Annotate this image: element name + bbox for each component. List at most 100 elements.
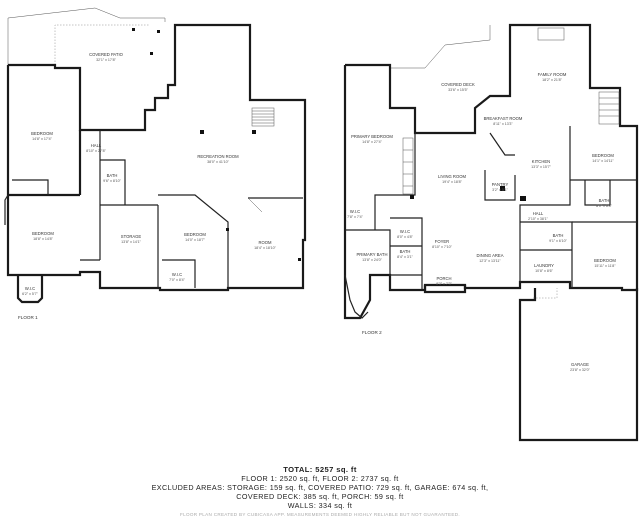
floor1-label-wic-small: W.I.C [172, 272, 182, 277]
floor1-column [252, 130, 256, 134]
floor2-dims-porch: 8'3" x 7'3" [436, 282, 452, 286]
floor1-patio-dashed [54, 24, 150, 65]
floor2-wall [520, 221, 573, 288]
floor1-wall [4, 194, 9, 225]
floor2-label-wic-b: W.I.C [400, 229, 410, 234]
floor2-exterior-wall [343, 23, 639, 320]
floor1-dims-hall: 8'10" x 27'8" [86, 149, 106, 153]
floor1-label-recreation: RECREATION ROOM [197, 154, 239, 159]
floor1-dims-recreation: 38'0" x 41'10" [207, 160, 229, 164]
floor2-porch-wall [423, 285, 467, 294]
floor2-label-breakfast: BREAKFAST ROOM [484, 116, 523, 121]
floor2-dims-bath-small: 8'4" x 3'1" [397, 255, 413, 259]
total-area: TOTAL: 5257 sq. ft [283, 465, 357, 474]
floor1-caption: FLOOR 1 [18, 315, 38, 320]
floor1-dims-bath: 9'6" x 8'10" [103, 179, 121, 183]
floor2-label-bath-small: BATH [400, 249, 411, 254]
floor2-label-foyer: FOYER [435, 239, 449, 244]
floor1-dims-bedroom-mid: 14'0" x 18'7" [185, 238, 205, 242]
floor2-garage-wall [518, 288, 639, 442]
floor2-dims-primary-bath: 13'8" x 24'0" [362, 258, 382, 262]
floor-areas: FLOOR 1: 2520 sq. ft, FLOOR 2: 2737 sq. … [241, 474, 399, 483]
floor1-dims-bedroom-nw: 14'8" x 17'4" [32, 137, 52, 141]
floor2-label-primary-bath: PRIMARY BATH [357, 252, 388, 257]
floor2-dims-kitchen: 13'3" x 15'7" [531, 165, 551, 169]
floor2-caption: FLOOR 2 [362, 330, 382, 335]
floor2-dims-wic-b: 8'0" x 4'8" [397, 235, 413, 239]
floor1-dims-bedroom-sw: 18'8" x 14'8" [33, 237, 53, 241]
floor2-island [520, 196, 526, 201]
floor2-wall [484, 170, 516, 201]
floor2-dims-laundry: 10'8" x 8'6" [535, 269, 553, 273]
floor2-wall [584, 180, 611, 206]
excluded-areas-line1: EXCLUDED AREAS: STORAGE: 159 sq. ft, COV… [151, 483, 489, 492]
floor2-label-living: LIVING ROOM [438, 174, 466, 179]
floor2-label-primary-bedroom: PRIMARY BEDROOM [351, 134, 393, 139]
floor1-column [226, 228, 229, 231]
excluded-areas-line2: COVERED DECK: 385 sq. ft, PORCH: 59 sq. … [236, 492, 404, 501]
floor1-label-bath: BATH [107, 173, 118, 178]
floor1-label-bedroom-nw: BEDROOM [31, 131, 53, 136]
walls-area: WALLS: 334 sq. ft [287, 501, 353, 510]
floor2-dims-foyer: 8'10" x 7'10" [432, 245, 452, 249]
floor1-exterior-wall [6, 23, 307, 292]
floor2-dims-living: 19'4" x 18'8" [442, 180, 462, 184]
floor2-stairs [598, 91, 620, 125]
floor2-dims-breakfast: 8'11" x 13'3" [493, 122, 513, 126]
floor1-column [200, 130, 204, 134]
disclaimer: FLOOR PLAN CREATED BY CUBICASA APP. MEAS… [180, 512, 460, 517]
floor1-dims-wic-left: 6'2" x 5'7" [22, 292, 38, 296]
floor1-label-bedroom-sw: BEDROOM [32, 231, 54, 236]
floor2-stairs [402, 137, 414, 195]
floor1-label-covered-patio: COVERED PATIO [89, 52, 124, 57]
floor2-plan: COVERED DECK 33'6" x 15'5" FAMILY ROOM 1… [343, 23, 639, 442]
floor1-column [132, 28, 135, 31]
floor1-label-hall: HALL [91, 143, 102, 148]
totals-block: TOTAL: 5257 sq. ft FLOOR 1: 2520 sq. ft,… [0, 465, 640, 510]
floor2-label-hall: HALL [533, 211, 544, 216]
floor1-column [157, 30, 160, 33]
floor2-dims-bath-ne: 8'0" x 6'8" [596, 204, 612, 208]
floor2-dims-pantry: 3'2" x 5'1" [492, 188, 508, 192]
floor2-dims-hall: 2'10" x 38'1" [528, 217, 548, 221]
floor2-column [410, 195, 414, 199]
floor2-dims-family-room: 18'2" x 21'8" [542, 78, 562, 82]
floor1-wic-bump [16, 275, 44, 304]
floor1-label-room: ROOM [258, 240, 272, 245]
floor2-wall [345, 229, 391, 290]
floor1-wall [162, 259, 196, 288]
floor2-garage-step [533, 288, 558, 299]
floor1-wall [100, 159, 126, 205]
floor1-dims-wic-small: 7'0" x 8'4" [169, 278, 185, 282]
floor2-dims-bedroom-se: 15'11" x 11'8" [594, 264, 616, 268]
floor2-dims-bedroom-ne: 14'1" x 14'11" [592, 159, 614, 163]
floor2-label-laundry: LAUNDRY [534, 263, 554, 268]
floor1-label-bedroom-mid: BEDROOM [184, 232, 206, 237]
floor2-label-porch: PORCH [436, 276, 451, 281]
floor1-stairs [251, 107, 275, 127]
floor1-dims-storage: 13'8" x 14'1" [121, 240, 141, 244]
floor2-dims-wic-a: 7'8" x 7'4" [347, 215, 363, 219]
floor1-plan: COVERED PATIO 32'1" x 17'8" BEDROOM 14'8… [4, 7, 307, 320]
floor2-label-dining: DINING AREA [477, 253, 504, 258]
floor2-fireplace [537, 27, 565, 41]
floor2-dims-dining: 12'3" x 13'11" [479, 259, 501, 263]
floor2-label-garage: GARAGE [571, 362, 589, 367]
floor2-label-kitchen: KITCHEN [532, 159, 550, 164]
floor1-dims-room: 18'4" x 18'10" [254, 246, 276, 250]
floor2-island [500, 186, 505, 191]
floor2-label-covered-deck: COVERED DECK [441, 82, 475, 87]
floor1-dims-covered-patio: 32'1" x 17'8" [96, 58, 116, 62]
floor2-label-bath-mid: BATH [553, 233, 564, 238]
floor1-label-wic-left: W.I.C [25, 286, 35, 291]
floor2-wall [390, 217, 423, 290]
floor1-patio-outline [7, 7, 166, 65]
floor2-wall [374, 133, 416, 230]
floor2-bay-window [344, 274, 369, 319]
floor1-label-storage: STORAGE [121, 234, 142, 239]
floor2-label-bedroom-ne: BEDROOM [592, 153, 614, 158]
floor2-label-bath-ne: BATH [599, 198, 610, 203]
floor1-column [150, 52, 153, 55]
floor2-label-pantry: PANTRY [492, 182, 509, 187]
